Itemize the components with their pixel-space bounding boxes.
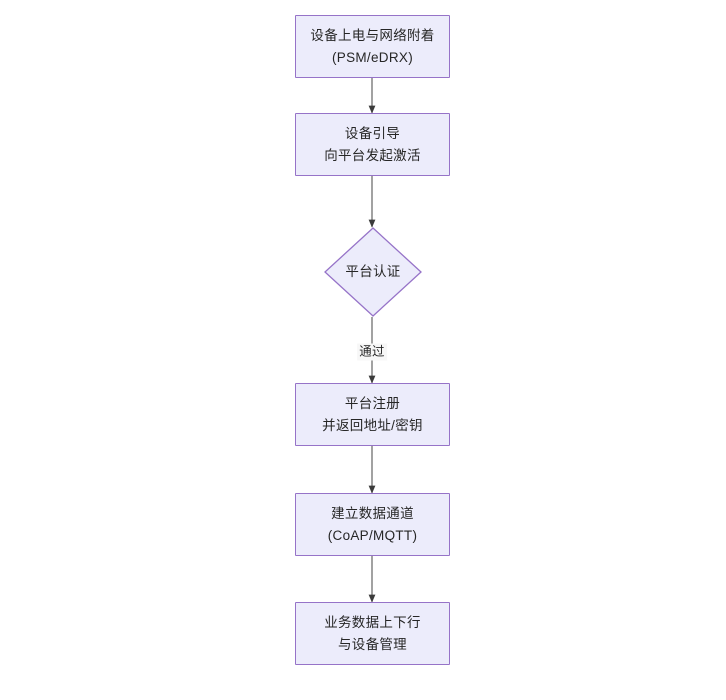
node-text-line: 平台注册: [344, 395, 401, 411]
node-label-register: 平台注册并返回地址/密钥: [322, 393, 423, 437]
node-text-line: 设备上电与网络附着: [310, 27, 435, 43]
node-text-line: 设备引导: [344, 125, 401, 141]
node-text-line: (CoAP/MQTT): [327, 527, 418, 543]
node-power-on[interactable]: 设备上电与网络附着 (PSM/eDRX): [295, 15, 450, 78]
edge-label-e3: 通过: [357, 343, 387, 361]
node-business-data[interactable]: 业务数据上下行与设备管理: [295, 602, 450, 665]
node-register[interactable]: 平台注册并返回地址/密钥: [295, 383, 450, 446]
node-text-line: 向平台发起激活: [324, 147, 421, 163]
node-label-business-data: 业务数据上下行与设备管理: [324, 612, 421, 656]
node-label-bootstrap: 设备引导向平台发起激活: [324, 123, 421, 167]
node-bootstrap[interactable]: 设备引导向平台发起激活: [295, 113, 450, 176]
node-platform-auth[interactable]: 平台认证: [324, 227, 422, 317]
node-label-platform-auth: 平台认证: [345, 261, 400, 283]
node-text-line: (PSM/eDRX): [331, 49, 413, 65]
node-text-line: 平台认证: [345, 264, 401, 280]
node-text-line: 建立数据通道: [331, 505, 414, 521]
diamond-shape: [324, 227, 422, 317]
node-text-line: 业务数据上下行: [324, 614, 421, 630]
node-data-channel[interactable]: 建立数据通道 (CoAP/MQTT): [295, 493, 450, 556]
node-text-line: 与设备管理: [337, 636, 407, 652]
node-text-line: 并返回地址/密钥: [322, 417, 423, 433]
node-label-data-channel: 建立数据通道 (CoAP/MQTT): [328, 503, 418, 547]
node-label-power-on: 设备上电与网络附着 (PSM/eDRX): [310, 25, 434, 69]
